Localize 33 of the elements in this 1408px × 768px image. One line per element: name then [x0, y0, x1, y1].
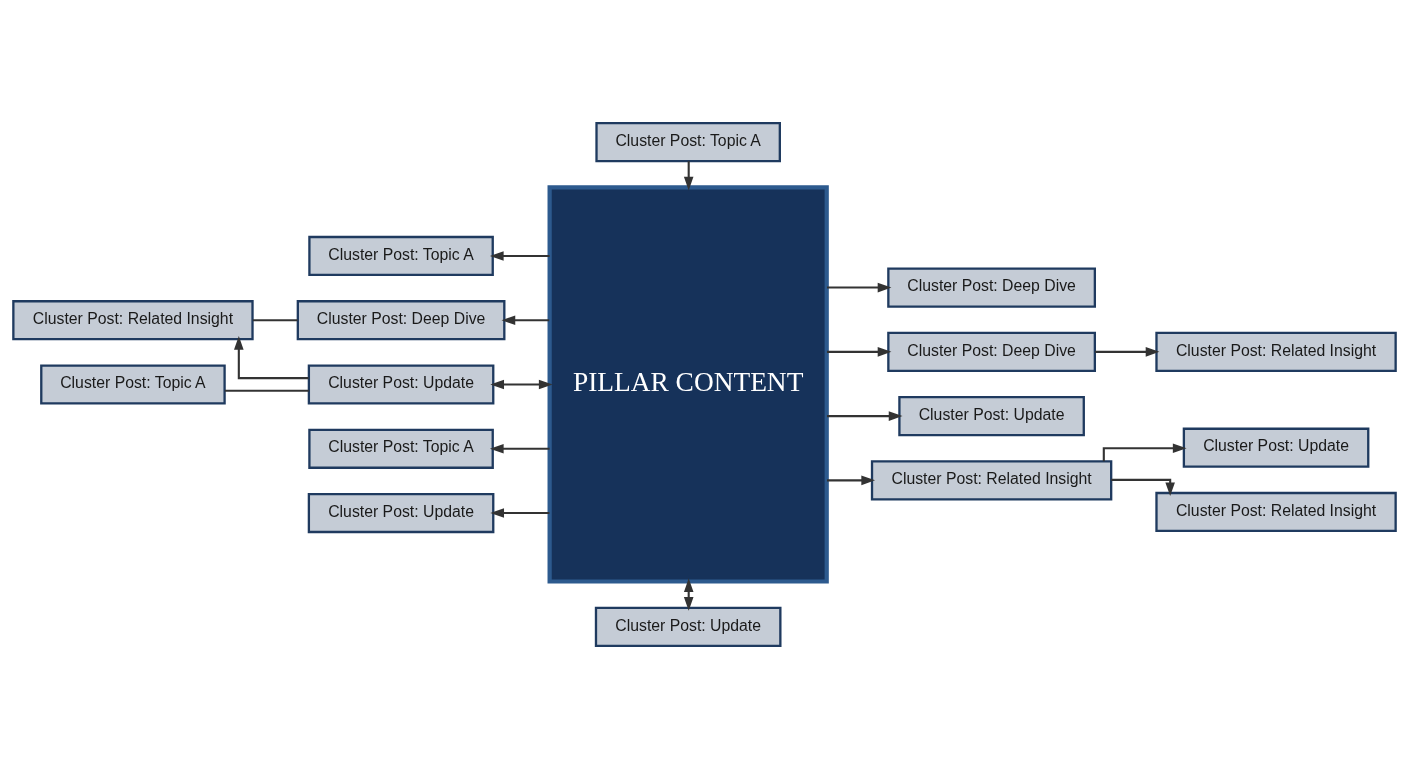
- node-box: Cluster Post: Related Insight: [1154, 491, 1397, 532]
- node-box: Cluster Post: Related Insight: [870, 459, 1112, 500]
- node-box: Cluster Post: Update: [594, 606, 781, 647]
- node-box: Cluster Post: Topic A: [307, 428, 494, 469]
- node-box: Cluster Post: Topic A: [307, 235, 494, 276]
- node-box: Cluster Post: Update: [1182, 427, 1369, 468]
- node-box: Cluster Post: Update: [897, 395, 1085, 436]
- arrow: [826, 475, 875, 485]
- arrow: [489, 443, 550, 454]
- node-box: Cluster Post: Topic A: [39, 363, 226, 405]
- arrow: [683, 160, 693, 190]
- node-box: Cluster Post: Update: [307, 363, 494, 405]
- arrow: [1110, 478, 1175, 496]
- arrow: [233, 335, 309, 379]
- node-box: Cluster Post: Deep Dive: [886, 266, 1096, 308]
- node-box: Cluster Post: Topic A: [594, 121, 781, 162]
- node-box: Cluster Post: Deep Dive: [886, 331, 1096, 372]
- arrow: [826, 410, 902, 421]
- arrow: [489, 379, 553, 389]
- arrow: [826, 282, 891, 292]
- arrow: [1102, 442, 1187, 461]
- arrow: [826, 346, 891, 357]
- arrow: [501, 314, 549, 325]
- connector: [252, 318, 298, 321]
- node-box: PILLAR CONTENT: [547, 184, 829, 584]
- node-box: Cluster Post: Related Insight: [1154, 331, 1397, 372]
- arrow: [1094, 346, 1159, 357]
- arrow: [489, 250, 550, 261]
- connector: [224, 389, 309, 392]
- node-box: Cluster Post: Deep Dive: [296, 299, 505, 340]
- node-box: Cluster Post: Update: [307, 492, 494, 533]
- node-box: Cluster Post: Related Insight: [11, 299, 254, 340]
- arrow: [489, 507, 549, 518]
